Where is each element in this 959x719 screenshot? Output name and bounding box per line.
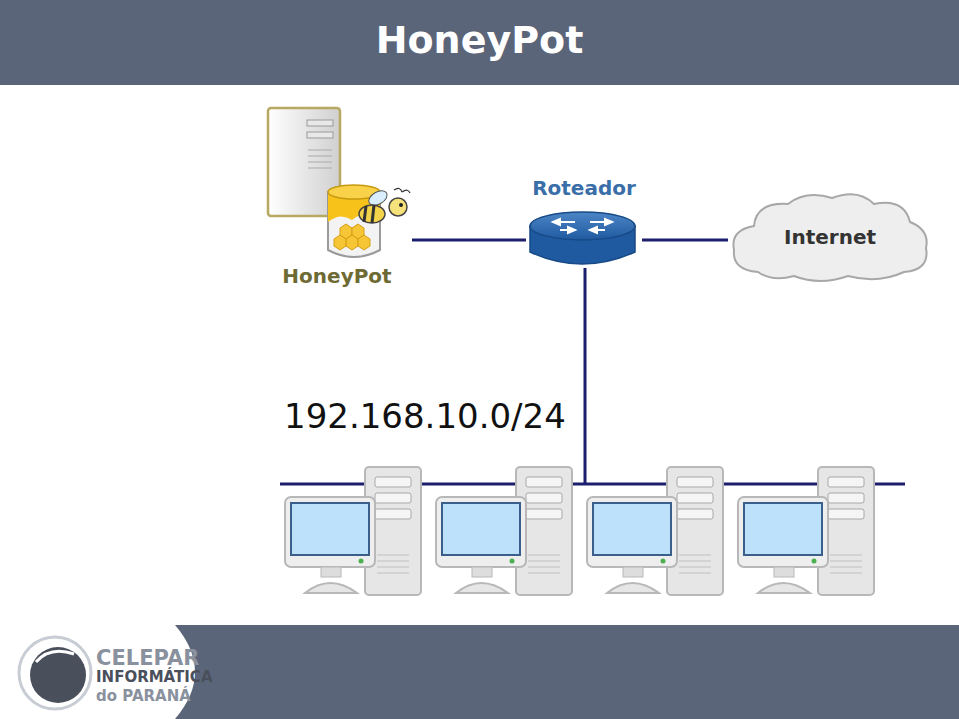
router: Roteador [526, 176, 642, 272]
logo-name: CELEPAR [96, 646, 199, 670]
node-label: HoneyPot [282, 264, 391, 288]
internet-cloud: Internet [728, 188, 932, 286]
subnet-label: 192.168.10.0/24 [284, 396, 566, 436]
slide-title: HoneyPot [0, 18, 959, 62]
node-label: Internet [784, 225, 876, 249]
network-link [642, 240, 728, 241]
logo-subtitle: INFORMÁTICA [96, 668, 212, 686]
network-link [412, 240, 526, 241]
logo-subtitle: do PARANÁ [96, 687, 191, 705]
node-label: Roteador [532, 176, 636, 200]
honeypot-server: HoneyPot [262, 100, 412, 288]
